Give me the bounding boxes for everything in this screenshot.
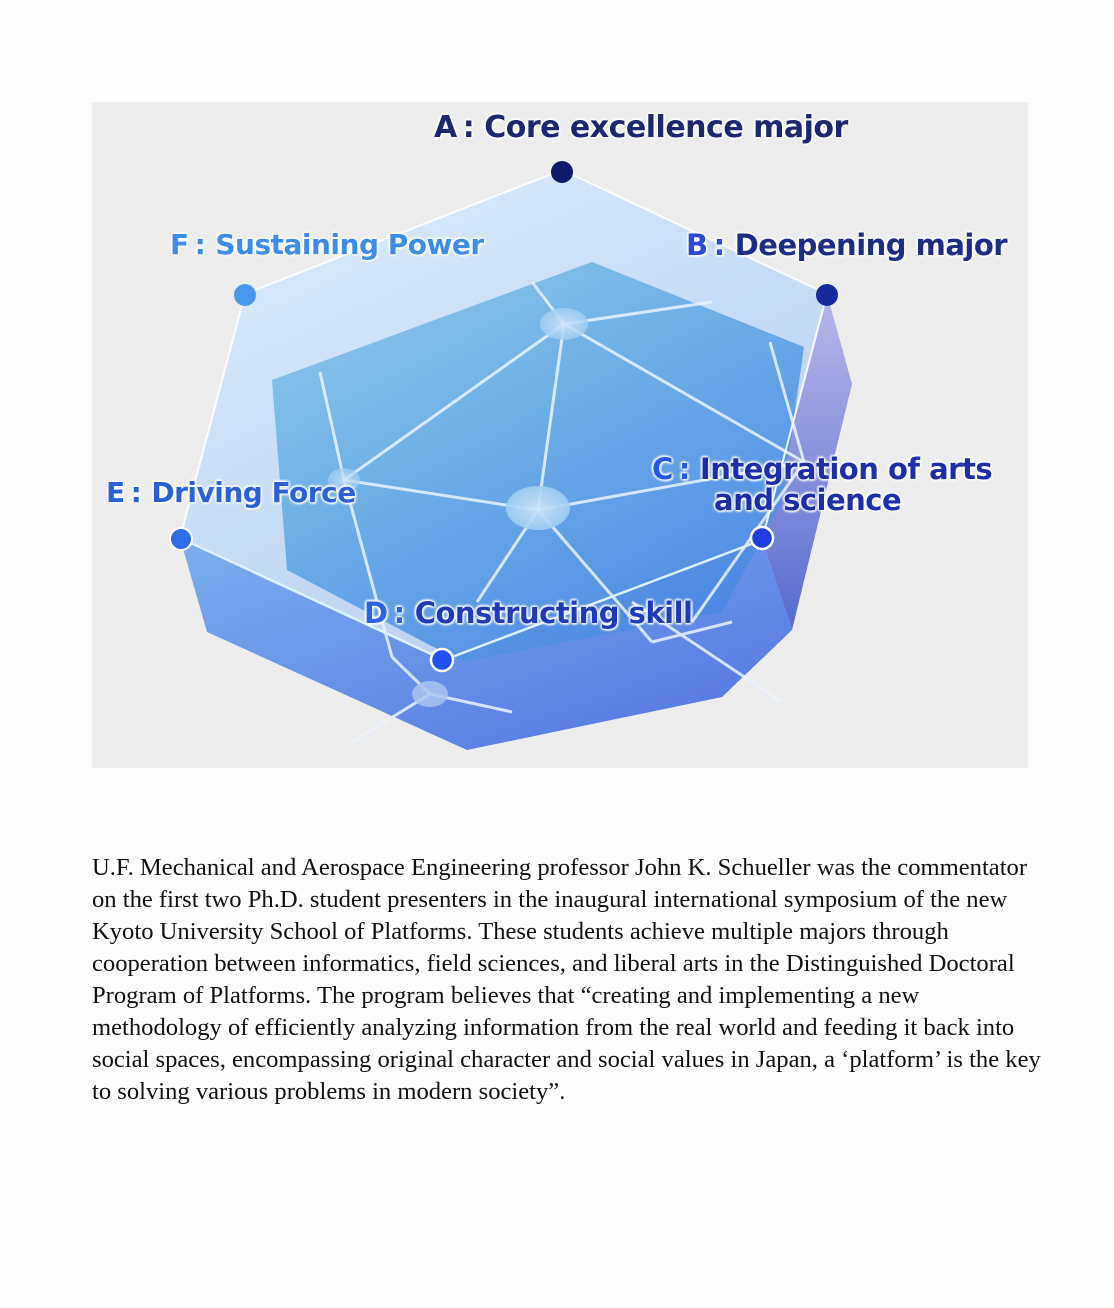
- label-c-text-line1: Integration of arts: [699, 452, 993, 486]
- label-b-deepening-major: B:Deepening major: [686, 228, 1008, 262]
- node-a-dot: [551, 161, 573, 183]
- label-b-separator: :: [713, 228, 726, 262]
- hexagon-lower-edges: [179, 536, 763, 662]
- label-a-key: A: [434, 110, 457, 145]
- label-c-integration-of-arts-and-science: C:Integration of arts and science: [652, 452, 993, 517]
- network-lines: [318, 281, 806, 744]
- label-f-sustaining-power: F: Sustaining Power: [170, 228, 484, 261]
- label-f-key: F: [170, 228, 189, 261]
- label-a-core-excellence-major: A: Core excellence major: [434, 110, 848, 145]
- label-b-key: B: [686, 228, 708, 262]
- network-node-top: [540, 308, 588, 340]
- network-node-center: [506, 486, 570, 530]
- node-d-dot: [429, 647, 455, 673]
- network-node-left: [328, 468, 360, 492]
- label-f-text: Sustaining Power: [215, 228, 484, 261]
- label-e-separator: :: [130, 476, 142, 509]
- label-c-text-line2: and science: [714, 483, 902, 517]
- label-e-text: Driving Force: [151, 476, 356, 509]
- label-d-constructing-skill: D:Constructing skill: [364, 596, 693, 630]
- label-a-separator: :: [462, 110, 475, 145]
- body-paragraph: U.F. Mechanical and Aerospace Engineerin…: [92, 854, 1041, 1105]
- label-d-key: D: [364, 596, 388, 630]
- label-e-driving-force: E: Driving Force: [106, 476, 356, 509]
- label-c-key: C: [652, 452, 673, 486]
- label-c-separator: :: [678, 452, 691, 486]
- node-c-dot: [749, 525, 775, 551]
- platform-hexagon-diagram: [169, 161, 852, 750]
- inner-polyhedron: [272, 262, 804, 662]
- label-d-separator: :: [393, 596, 406, 630]
- node-e-dot: [169, 527, 193, 551]
- right-facet: [762, 294, 852, 630]
- label-b-text: Deepening major: [734, 228, 1008, 262]
- radar-figure: A:Core excellence major B:Deepening majo…: [92, 102, 1028, 768]
- label-d-text: Constructing skill: [414, 596, 693, 630]
- network-node-bottom: [412, 681, 448, 707]
- node-f-dot: [234, 284, 256, 306]
- label-e-key: E: [106, 476, 125, 509]
- label-f-separator: :: [194, 228, 206, 261]
- node-b-dot: [816, 284, 838, 306]
- label-a-text: Core excellence major: [484, 110, 848, 145]
